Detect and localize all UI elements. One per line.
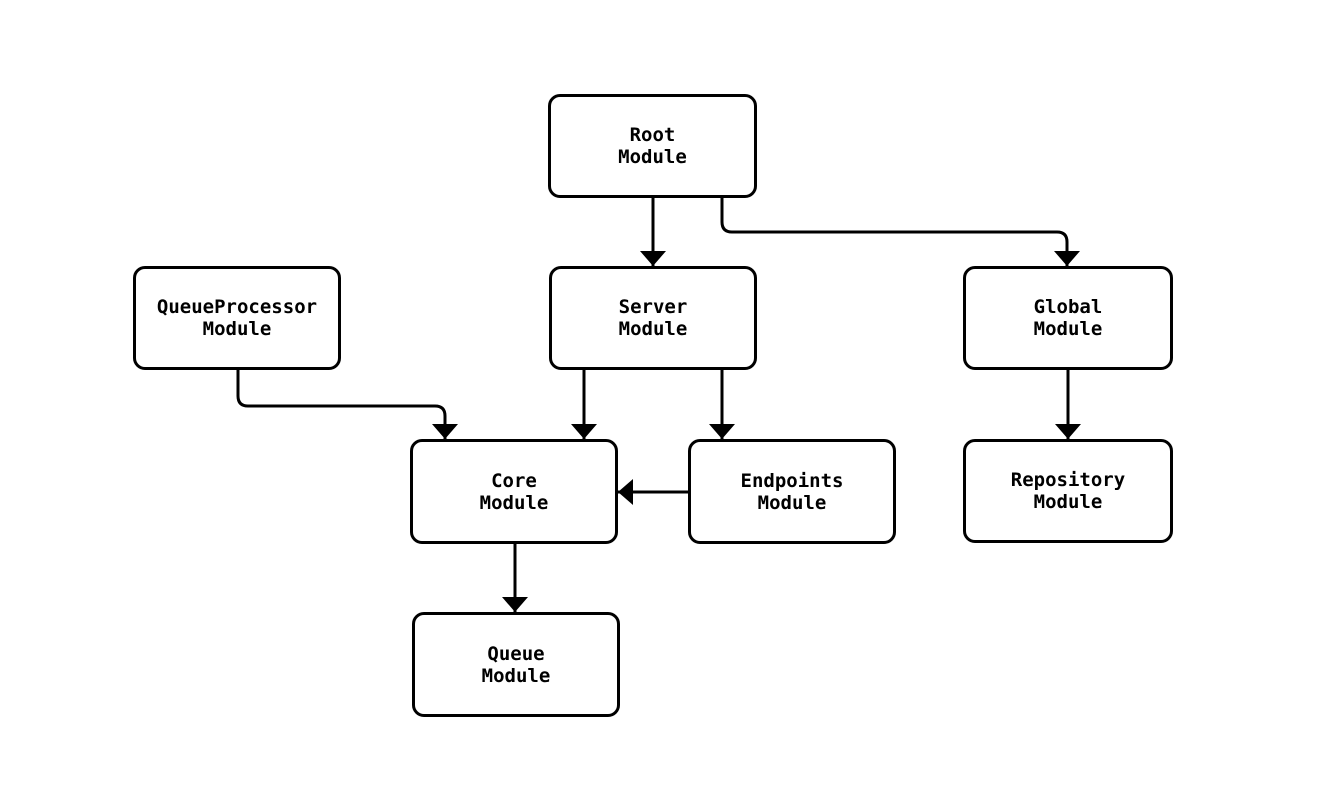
node-server: Server Module	[549, 266, 757, 370]
node-endpoints: Endpoints Module	[688, 439, 896, 544]
node-queueprocessor: QueueProcessor Module	[133, 266, 341, 370]
node-queue: Queue Module	[412, 612, 620, 717]
node-label: QueueProcessor Module	[156, 296, 318, 340]
node-label: Queue Module	[481, 642, 551, 687]
node-core: Core Module	[410, 439, 618, 544]
node-root: Root Module	[548, 94, 757, 198]
node-label: Root Module	[618, 124, 687, 168]
node-label: Server Module	[618, 296, 688, 340]
node-global: Global Module	[963, 266, 1173, 370]
node-label: Endpoints Module	[740, 469, 844, 514]
edge-queueprocessor-core	[236, 370, 458, 439]
node-label: Global Module	[1033, 296, 1103, 340]
node-label: Core Module	[479, 469, 549, 514]
node-repository: Repository Module	[963, 439, 1173, 543]
node-label: Repository Module	[1010, 469, 1126, 513]
edge-root-global	[720, 198, 1080, 266]
